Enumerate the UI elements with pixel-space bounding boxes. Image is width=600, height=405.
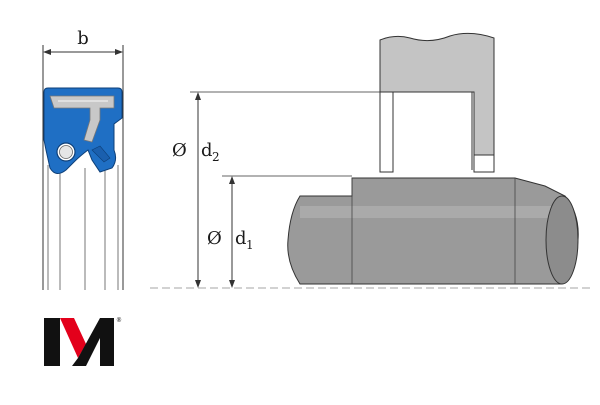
- inner-diameter-dimension: Ø d 1: [207, 175, 352, 288]
- garter-spring: [56, 142, 76, 162]
- shaft: [287, 177, 579, 285]
- inner-diameter-letter: d: [235, 228, 247, 249]
- brand-logo: ®: [44, 317, 122, 366]
- assembly-drawing: Ø d 2 Ø d 1: [150, 32, 590, 289]
- seal-metal-insert: [49, 95, 115, 143]
- outer-diameter-dimension: Ø d 2: [172, 91, 380, 288]
- seal-cross-section: b: [42, 28, 124, 290]
- width-dimension: b: [43, 28, 123, 55]
- inner-diameter-symbol: Ø: [207, 228, 222, 249]
- inner-diameter-subscript: 1: [246, 238, 254, 252]
- outer-diameter-letter: d: [201, 140, 213, 161]
- width-label: b: [77, 28, 89, 49]
- outer-diameter-symbol: Ø: [172, 140, 187, 161]
- outer-diameter-subscript: 2: [212, 150, 220, 164]
- registered-mark: ®: [116, 317, 122, 324]
- housing: [379, 32, 495, 173]
